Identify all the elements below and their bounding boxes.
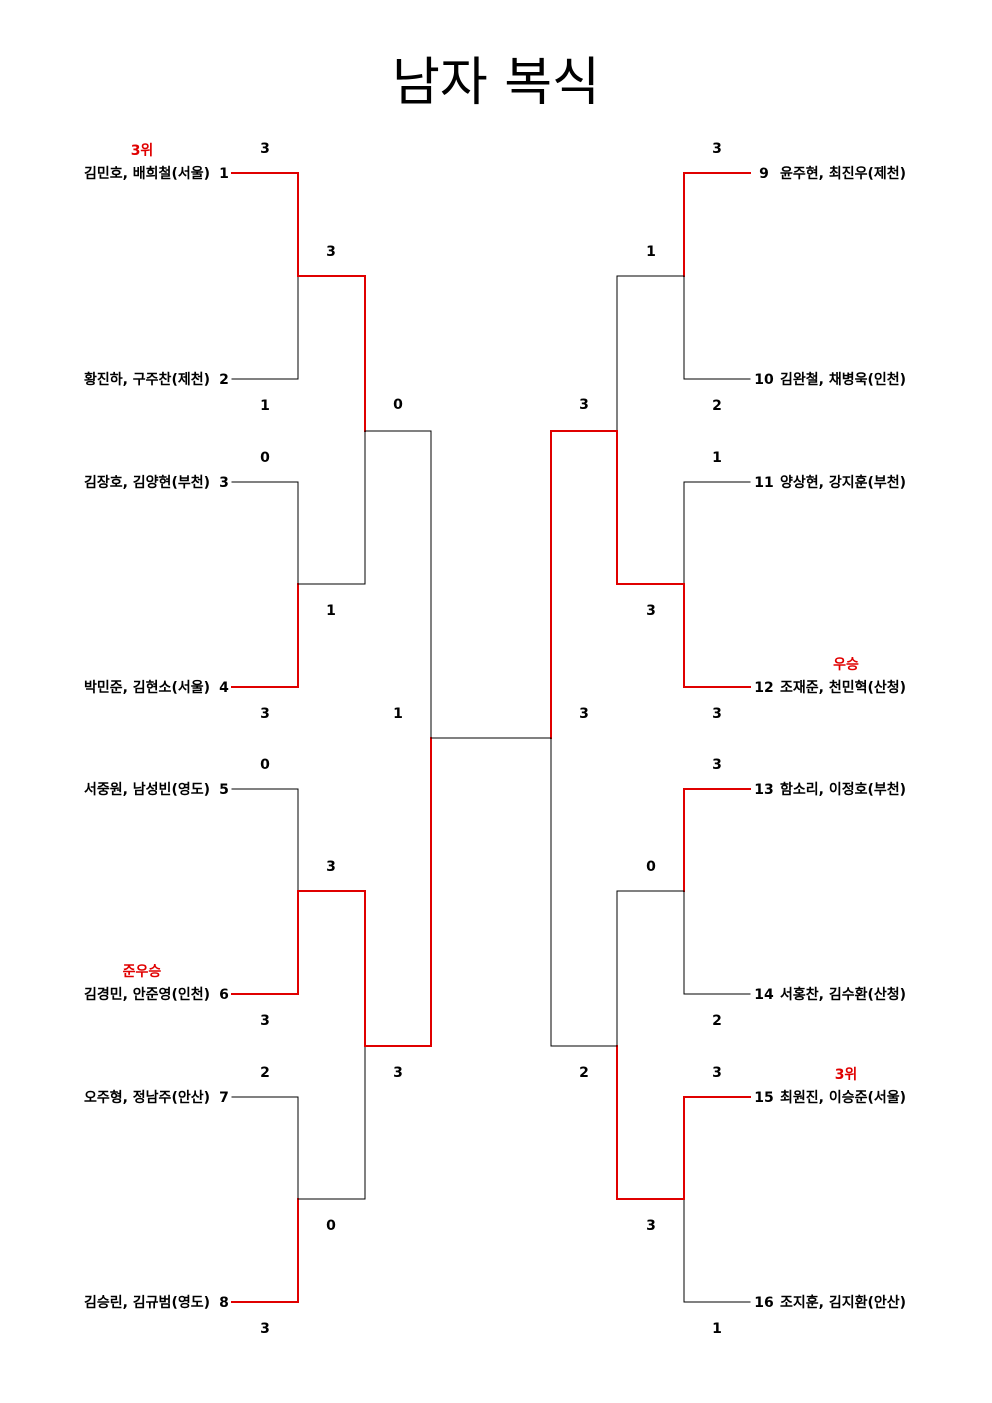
final-score-label: 3 bbox=[579, 706, 589, 722]
team-name: 조재준, 천민혁(산청) bbox=[780, 679, 906, 696]
team-name: 오주형, 정남주(안산) bbox=[84, 1089, 210, 1106]
score-label: 1 bbox=[646, 244, 656, 260]
score-label: 0 bbox=[260, 757, 270, 773]
team-seed: 3 bbox=[219, 475, 229, 491]
page-title: 남자 복식 bbox=[392, 53, 600, 113]
score-label: 3 bbox=[579, 397, 589, 413]
team-name: 김장호, 김양현(부천) bbox=[84, 474, 210, 491]
score-label: 2 bbox=[712, 1013, 722, 1029]
team-seed: 11 bbox=[754, 475, 773, 491]
award-label: 3위 bbox=[131, 143, 154, 159]
team-seed: 13 bbox=[754, 782, 773, 798]
score-label: 1 bbox=[260, 398, 270, 414]
team-seed: 14 bbox=[754, 987, 774, 1003]
team-seed: 9 bbox=[759, 166, 769, 182]
team-seed: 12 bbox=[754, 680, 773, 696]
score-label: 3 bbox=[646, 603, 656, 619]
score-label: 3 bbox=[646, 1218, 656, 1234]
score-label: 3 bbox=[260, 1321, 270, 1337]
team-seed: 6 bbox=[219, 987, 229, 1003]
award-label: 준우승 bbox=[123, 964, 162, 980]
team-seed: 16 bbox=[754, 1295, 773, 1311]
score-label: 0 bbox=[393, 397, 403, 413]
score-label: 0 bbox=[326, 1218, 336, 1234]
team-name: 윤주현, 최진우(제천) bbox=[780, 165, 906, 182]
score-label: 1 bbox=[326, 603, 336, 619]
team-seed: 15 bbox=[754, 1090, 773, 1106]
team-seed: 10 bbox=[754, 372, 774, 388]
team-seed: 2 bbox=[219, 372, 229, 388]
team-name: 김승린, 김규범(영도) bbox=[84, 1294, 210, 1311]
team-name: 김민호, 배희철(서울) bbox=[84, 165, 210, 182]
team-name: 최원진, 이승준(서울) bbox=[780, 1089, 906, 1106]
team-seed: 1 bbox=[219, 166, 229, 182]
award-label: 3위 bbox=[835, 1067, 858, 1083]
score-label: 3 bbox=[260, 141, 270, 157]
score-label: 3 bbox=[260, 1013, 270, 1029]
score-label: 1 bbox=[712, 450, 722, 466]
score-label: 2 bbox=[712, 398, 722, 414]
score-label: 2 bbox=[260, 1065, 270, 1081]
team-seed: 8 bbox=[219, 1295, 229, 1311]
score-label: 3 bbox=[393, 1065, 403, 1081]
team-name: 함소리, 이정호(부천) bbox=[780, 781, 906, 798]
final-score-label: 1 bbox=[393, 706, 403, 722]
score-label: 3 bbox=[712, 1065, 722, 1081]
team-seed: 5 bbox=[219, 782, 229, 798]
score-label: 1 bbox=[712, 1321, 722, 1337]
team-seed: 4 bbox=[219, 680, 229, 696]
score-label: 3 bbox=[260, 706, 270, 722]
team-name: 양상현, 강지훈(부천) bbox=[780, 474, 906, 491]
score-label: 3 bbox=[712, 757, 722, 773]
score-label: 3 bbox=[326, 244, 336, 260]
bracket-lines bbox=[231, 172, 751, 1303]
team-name: 황진하, 구주찬(제천) bbox=[84, 371, 210, 388]
score-label: 2 bbox=[579, 1065, 589, 1081]
team-name: 김완철, 채병욱(인천) bbox=[780, 371, 906, 388]
award-label: 우승 bbox=[833, 657, 859, 673]
team-name: 서중원, 남성빈(영도) bbox=[84, 781, 210, 798]
score-label: 0 bbox=[260, 450, 270, 466]
team-name: 서홍찬, 김수환(산청) bbox=[780, 986, 906, 1003]
score-label: 3 bbox=[712, 706, 722, 722]
team-name: 조지훈, 김지환(안산) bbox=[780, 1294, 906, 1311]
score-label: 0 bbox=[646, 859, 656, 875]
team-name: 김경민, 안준영(인천) bbox=[84, 986, 210, 1003]
team-seed: 7 bbox=[219, 1090, 229, 1106]
team-name: 박민준, 김현소(서울) bbox=[84, 679, 210, 696]
score-label: 3 bbox=[712, 141, 722, 157]
score-label: 3 bbox=[326, 859, 336, 875]
